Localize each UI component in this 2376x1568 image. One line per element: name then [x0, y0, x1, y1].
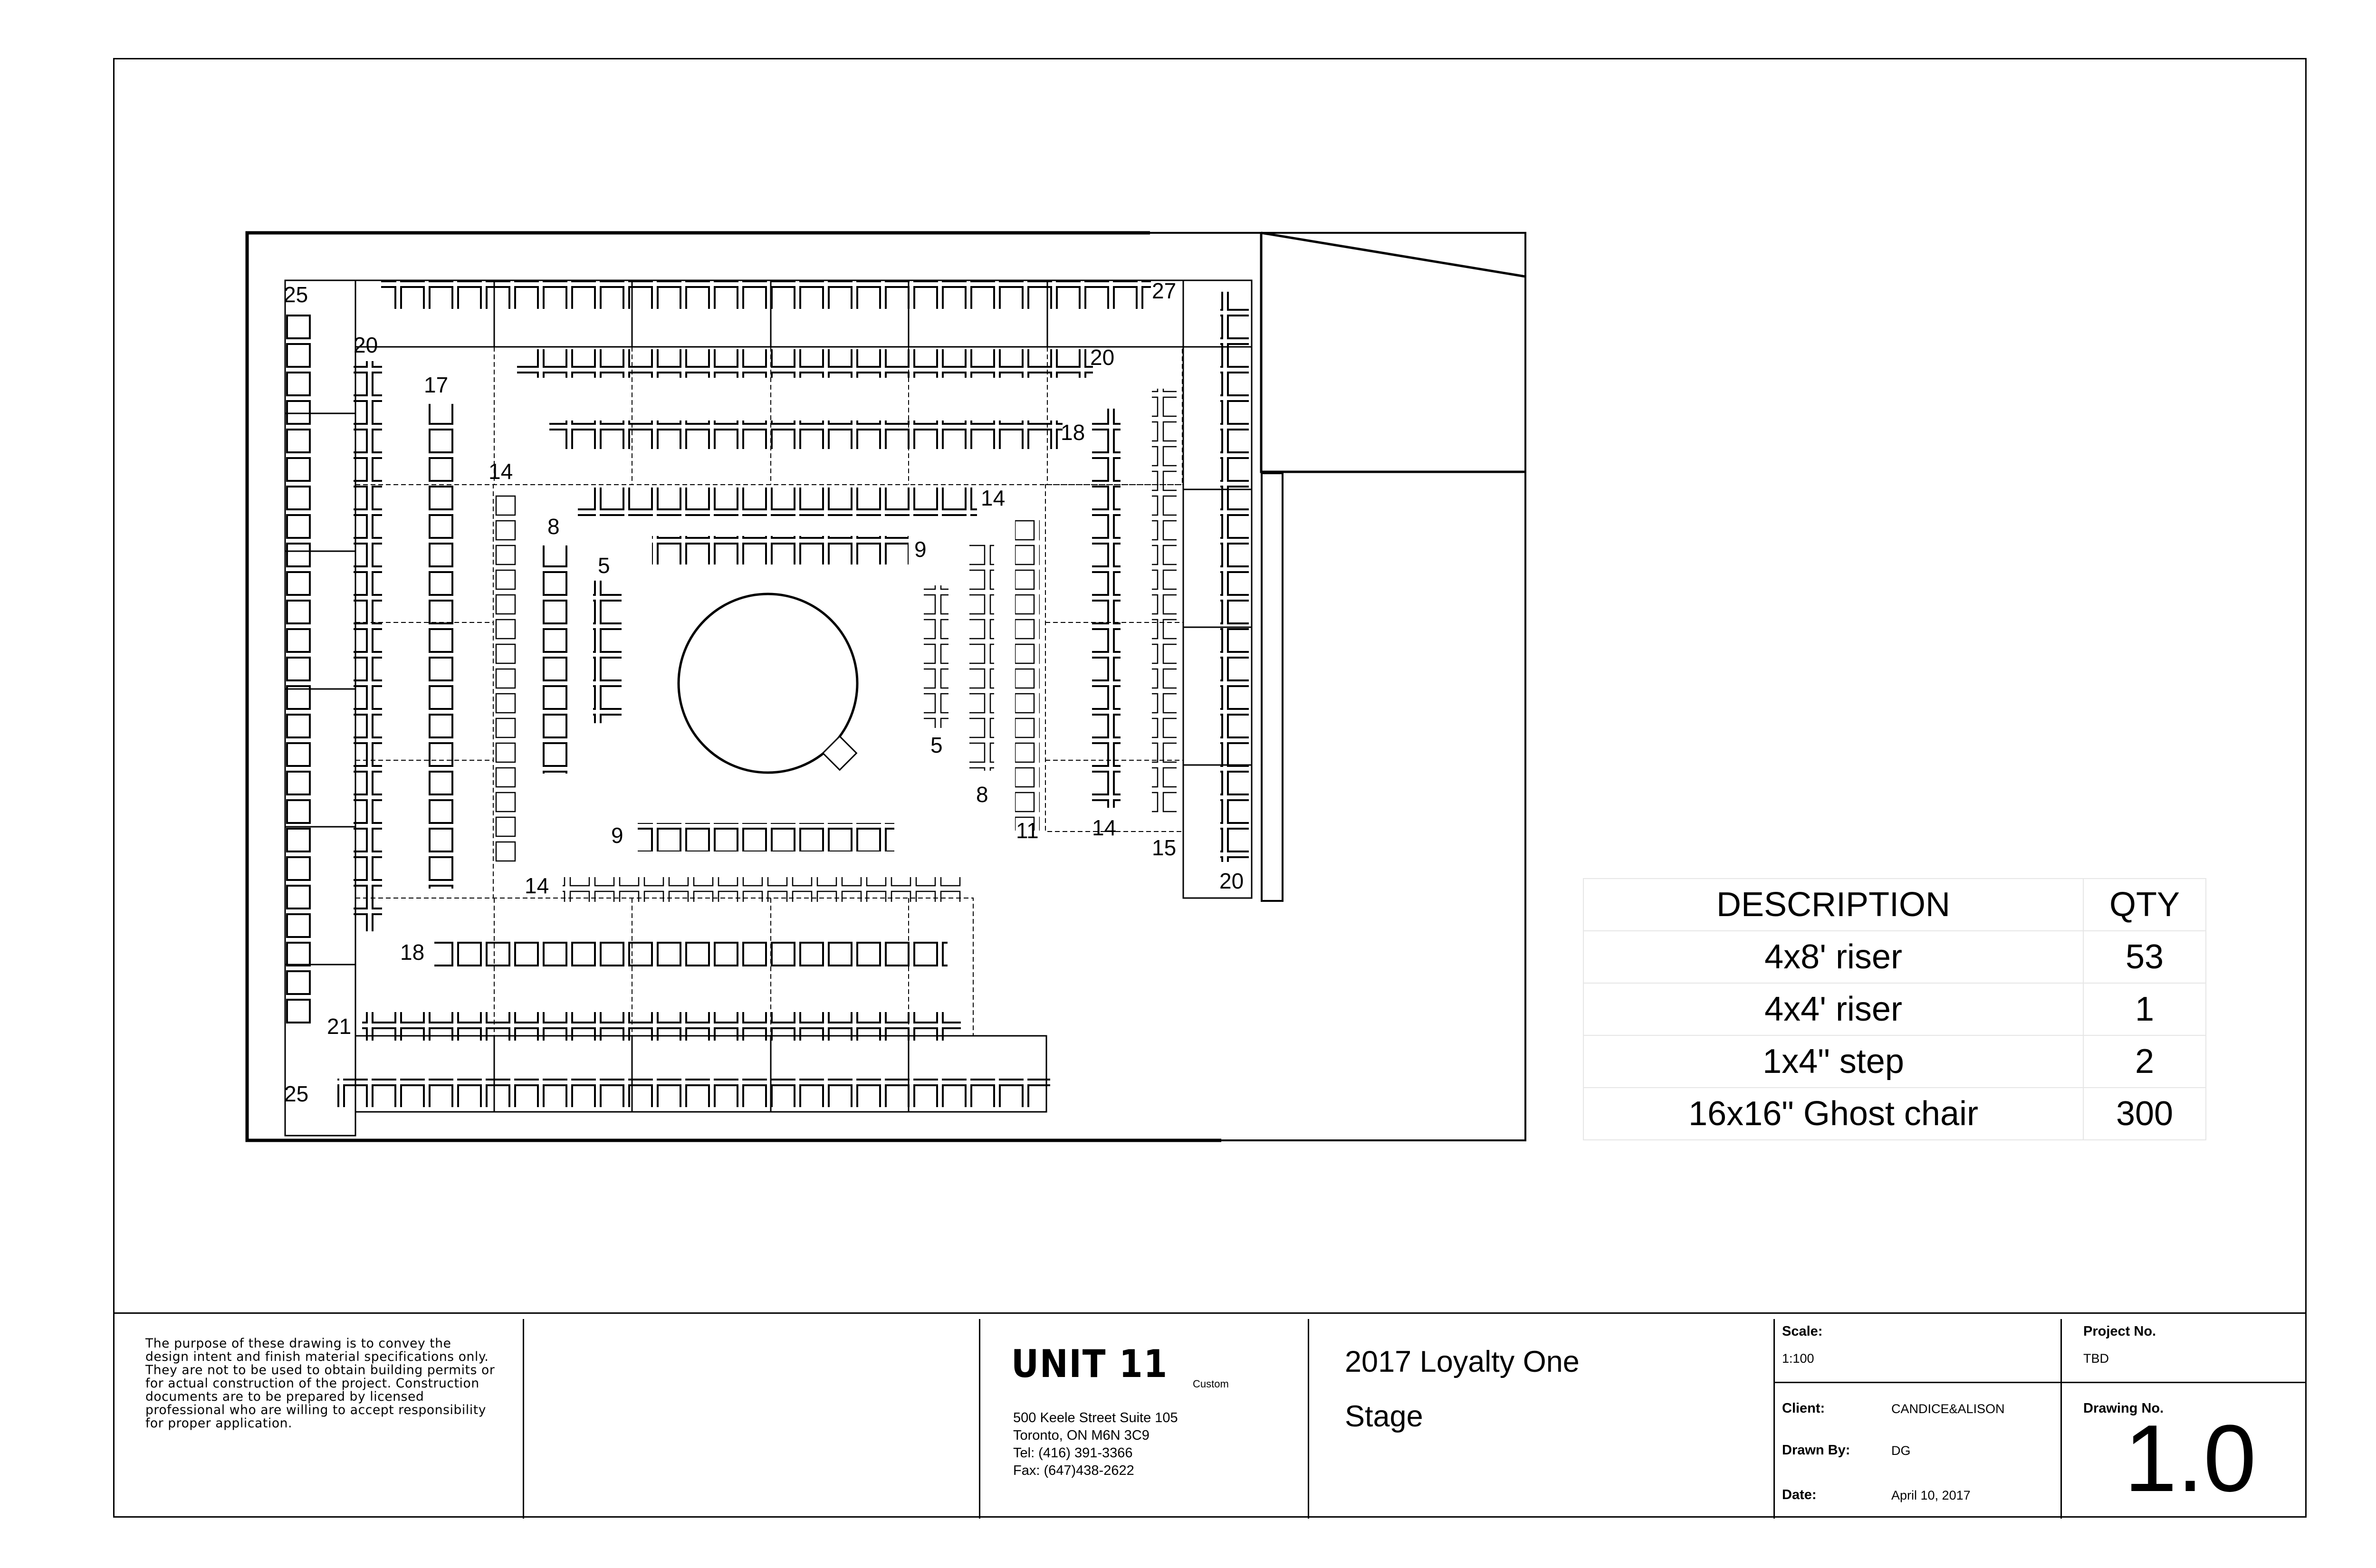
row-qty: 1	[2083, 983, 2206, 1036]
chair-row-bottom-21	[362, 1012, 961, 1041]
chair-row-inner-9-bottom	[638, 823, 894, 851]
row-label: 5	[598, 553, 610, 578]
quantity-table: DESCRIPTION QTY 4x8' riser 53 4x4' riser…	[1582, 878, 2206, 1140]
row-label: 5	[930, 733, 943, 757]
address-line: Tel: (416) 391-3366	[1013, 1445, 1133, 1461]
chair-col-right-14	[1092, 409, 1121, 808]
project-subtitle: Stage	[1345, 1400, 1423, 1433]
row-qty: 53	[2083, 930, 2206, 984]
scale-value: 1:100	[1782, 1351, 1814, 1366]
row-description: 4x4' riser	[1582, 983, 2084, 1036]
drawn-by-label: Drawn By:	[1782, 1443, 1850, 1458]
title-block-divider	[1773, 1382, 2307, 1383]
row-description: 16x16" Ghost chair	[1582, 1087, 2084, 1140]
chair-col-left-5	[593, 581, 622, 723]
chair-row-bottom-18	[434, 939, 948, 967]
table-row: 4x8' riser 53	[1582, 930, 2206, 984]
title-block-divider	[113, 1312, 2307, 1314]
row-label: 18	[1061, 420, 1085, 445]
address-line: Toronto, ON M6N 3C9	[1013, 1428, 1150, 1443]
chair-rows	[285, 280, 1249, 1107]
table-header-row: DESCRIPTION QTY	[1582, 878, 2206, 931]
backstage-block	[1260, 231, 1526, 902]
row-label: 9	[611, 823, 623, 848]
chair-row-inner-9-top	[652, 536, 909, 564]
logo-wordmark: UNIT 11	[1011, 1346, 1168, 1386]
table-row: 16x16" Ghost chair 300	[1582, 1087, 2206, 1140]
chair-col-right-20	[1220, 292, 1249, 862]
chair-col-left-20	[354, 361, 382, 931]
project-no-value: TBD	[2083, 1351, 2109, 1366]
row-label: 14	[1092, 815, 1116, 840]
row-label: 20	[354, 333, 378, 357]
drawn-by-value: DG	[1891, 1444, 1911, 1458]
row-label: 8	[547, 514, 560, 539]
table-row: 1x4" step 2	[1582, 1035, 2206, 1088]
title-block-divider	[523, 1319, 524, 1519]
row-label: 9	[914, 537, 927, 562]
row-qty: 300	[2083, 1087, 2206, 1140]
disclaimer-text: The purpose of these drawing is to conve…	[145, 1336, 495, 1431]
chair-col-right-15	[1152, 389, 1177, 816]
row-description: 1x4" step	[1582, 1035, 2084, 1088]
drawing-no-value: 1.0	[2124, 1405, 2257, 1511]
scale-label: Scale:	[1782, 1324, 1823, 1339]
room-outline-right	[1150, 232, 1526, 1141]
row-label: 21	[327, 1014, 351, 1039]
date-value: April 10, 2017	[1891, 1488, 1971, 1502]
round-stage	[677, 593, 859, 774]
risers-dashed	[355, 346, 1184, 1036]
address-line: Fax: (647)438-2622	[1013, 1463, 1134, 1478]
row-label: 25	[284, 1081, 308, 1106]
chair-row-top-18	[549, 421, 1063, 449]
row-label: 18	[400, 940, 424, 965]
chair-col-right-11	[1015, 517, 1040, 831]
header-qty: QTY	[2083, 878, 2206, 931]
chair-row-top-20	[517, 349, 1093, 378]
title-block-divider	[2060, 1319, 2062, 1519]
chair-col-left-25	[285, 314, 314, 1026]
chair-row-bottom-25	[337, 1079, 1050, 1107]
row-label: 25	[284, 282, 308, 307]
title-block-divider	[1773, 1319, 1775, 1519]
room-outline	[245, 231, 1221, 1142]
row-label: 17	[424, 373, 448, 397]
row-label: 14	[489, 459, 513, 484]
chair-col-right-8	[969, 543, 994, 771]
table-row: 4x4' riser 1	[1582, 983, 2206, 1036]
row-description: 4x8' riser	[1582, 930, 2084, 984]
chair-col-left-17	[426, 404, 454, 889]
company-address: 500 Keele Street Suite 105 Toronto, ON M…	[1013, 1409, 1178, 1480]
title-block-divider	[979, 1319, 980, 1519]
row-label: 27	[1152, 278, 1176, 303]
stage-step	[822, 735, 858, 771]
row-label: 8	[976, 782, 988, 807]
row-qty: 2	[2083, 1035, 2206, 1088]
header-description: DESCRIPTION	[1582, 878, 2084, 931]
row-label: 20	[1219, 869, 1244, 893]
chair-col-left-14	[491, 492, 516, 863]
chair-row-top-27	[381, 280, 1151, 309]
row-label: 15	[1152, 835, 1176, 860]
client-value: CANDICE&ALISON	[1891, 1402, 2005, 1416]
chair-col-left-8	[542, 545, 570, 774]
address-line: 500 Keele Street Suite 105	[1013, 1410, 1178, 1425]
title-block-divider	[1308, 1319, 1309, 1519]
chair-row-top-14	[578, 488, 977, 516]
logo-subtext: Custom	[1193, 1378, 1229, 1389]
company-logo: UNIT 11 Custom	[1011, 1342, 1268, 1390]
chair-col-right-5	[924, 585, 948, 728]
project-title: 2017 Loyalty One	[1345, 1345, 1580, 1378]
date-label: Date:	[1782, 1487, 1817, 1502]
chair-row-bottom-14	[563, 877, 962, 902]
row-label: 14	[525, 873, 549, 898]
client-label: Client:	[1782, 1401, 1825, 1416]
drawing-no-label: Drawing No.	[2083, 1401, 2164, 1416]
drawing-border	[113, 58, 2307, 1518]
row-label: 20	[1090, 345, 1114, 370]
row-label: 11	[1016, 818, 1039, 843]
row-label: 14	[981, 486, 1005, 510]
project-no-label: Project No.	[2083, 1324, 2156, 1339]
